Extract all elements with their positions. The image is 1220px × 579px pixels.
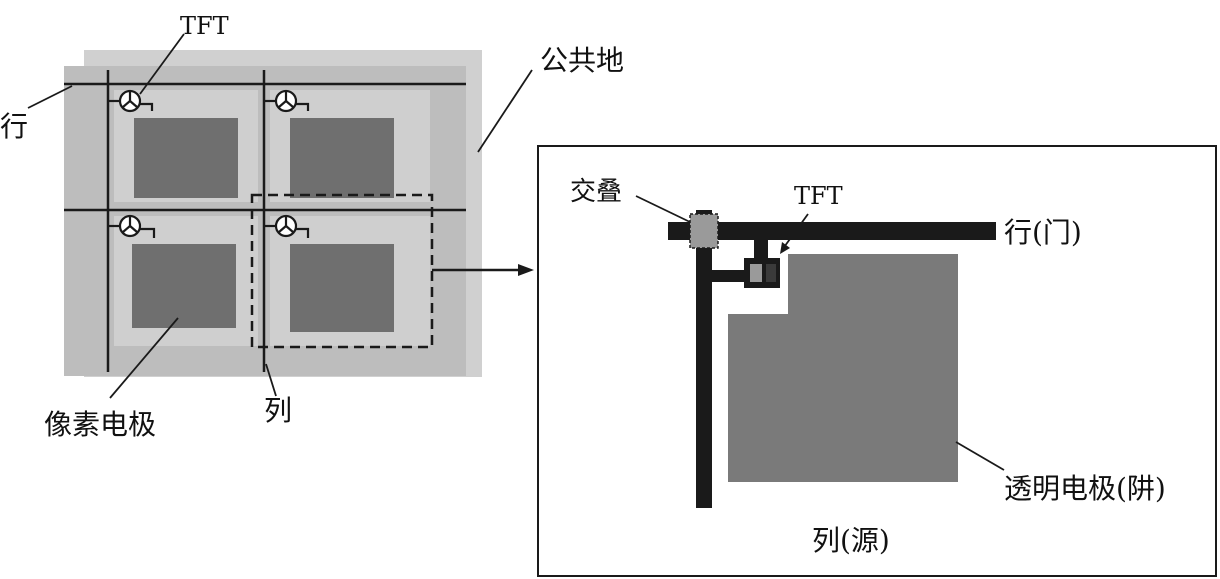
label-row: 行 bbox=[0, 110, 28, 143]
zoom-arrow bbox=[432, 264, 534, 276]
label-transparent-electrode: 透明电极(阱) bbox=[1004, 472, 1166, 505]
detail-panel: 交叠 TFT 行(门) 透明电极(阱) 列(源) bbox=[537, 145, 1217, 577]
source-branch bbox=[712, 270, 750, 282]
leader-transparent-electrode bbox=[955, 441, 1005, 471]
tft-icon bbox=[108, 89, 154, 113]
tft-device bbox=[744, 258, 780, 288]
label-tft-detail: TFT bbox=[794, 182, 843, 210]
leader-row bbox=[27, 85, 73, 109]
label-column-source: 列(源) bbox=[812, 524, 890, 557]
label-tft: TFT bbox=[180, 12, 229, 40]
column-source-bar bbox=[696, 210, 712, 508]
leader-tft bbox=[139, 33, 185, 95]
leader-common-ground bbox=[477, 69, 533, 153]
label-common-ground: 公共地 bbox=[540, 44, 624, 77]
label-column: 列 bbox=[264, 394, 292, 427]
left-leader-lines bbox=[27, 33, 533, 399]
column-lines bbox=[106, 70, 266, 372]
label-overlap: 交叠 bbox=[570, 177, 622, 207]
leader-tft-detail bbox=[781, 213, 809, 251]
pixel-array-panel: TFT 行 公共地 像素电极 列 bbox=[0, 12, 624, 441]
tft-arrowhead bbox=[780, 242, 790, 254]
leader-column bbox=[265, 363, 277, 397]
pixel-electrode bbox=[132, 244, 236, 328]
leader-pixel-electrode bbox=[109, 317, 179, 399]
row-gate-bar bbox=[668, 222, 996, 240]
right-leader-lines bbox=[635, 195, 1005, 471]
pixel-electrodes bbox=[132, 118, 394, 332]
pixel-electrode bbox=[290, 118, 394, 198]
pixel-electrode bbox=[134, 118, 238, 198]
overlap-marker bbox=[689, 213, 719, 249]
tft-symbols bbox=[108, 89, 310, 238]
pixel-electrode bbox=[290, 244, 394, 332]
transparent-electrode bbox=[728, 254, 958, 482]
tft-icon bbox=[108, 214, 156, 238]
label-pixel-electrode: 像素电极 bbox=[44, 408, 156, 441]
leader-overlap bbox=[635, 195, 691, 223]
tft-icon bbox=[264, 89, 310, 113]
tft-icon bbox=[264, 214, 310, 238]
label-row-gate: 行(门) bbox=[1004, 216, 1082, 249]
